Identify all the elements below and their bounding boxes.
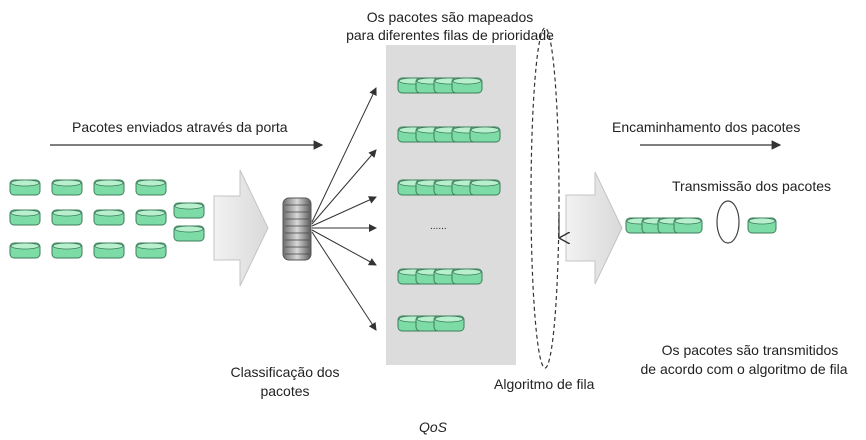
packet-icon: [93, 209, 125, 226]
output-packets: [625, 217, 777, 234]
packet-icon: [9, 242, 41, 259]
forwarding-label: Encaminhamento dos pacotes: [612, 119, 801, 135]
mapped-label-line1: Os pacotes são mapeados: [366, 9, 534, 25]
queue-algorithm-label: Algoritmo de fila: [494, 376, 595, 392]
packet-icon: [173, 225, 205, 242]
packet-icon: [747, 217, 777, 234]
packet-icon: [469, 179, 501, 196]
packet-icon: [469, 126, 501, 143]
fan-out-arrows: [311, 87, 377, 331]
packet-icon: [135, 179, 167, 196]
queue-algorithm-loop: [530, 27, 560, 369]
transmission-label: Transmissão dos pacotes: [672, 178, 831, 194]
packet-icon: [93, 179, 125, 196]
mapped-label-line2: para diferentes filas de prioridade: [346, 27, 554, 43]
classifier-icon: [282, 197, 312, 261]
queue-ellipsis: ......: [430, 221, 447, 232]
packet-icon: [135, 242, 167, 259]
packet-icon: [433, 315, 465, 332]
packet-icon: [135, 209, 167, 226]
transmission-ring: [716, 200, 740, 244]
transmitted-label-line2: de acordo com o algoritmo de fila: [640, 361, 848, 377]
packet-icon: [9, 179, 41, 196]
priority-queues: [397, 77, 501, 332]
packet-icon: [9, 209, 41, 226]
packet-icon: [51, 209, 83, 226]
big-arrow-right: [565, 171, 623, 285]
input-packets: [9, 179, 205, 259]
packet-icon: [51, 242, 83, 259]
packet-icon: [451, 268, 483, 285]
packet-icon: [93, 242, 125, 259]
classification-label-line1: Classificação dos: [230, 364, 340, 380]
sent-through-port-label: Pacotes enviados através da porta: [72, 119, 288, 135]
packet-icon: [51, 179, 83, 196]
transmitted-label-line1: Os pacotes são transmitidos: [661, 342, 839, 358]
packet-icon: [173, 202, 205, 219]
packet-icon: [673, 217, 703, 234]
figure-caption: QoS: [418, 419, 447, 435]
queue-panel: [386, 45, 516, 365]
packet-icon: [451, 77, 483, 94]
big-arrow-left: [213, 169, 269, 287]
classification-label-line2: pacotes: [260, 383, 310, 399]
